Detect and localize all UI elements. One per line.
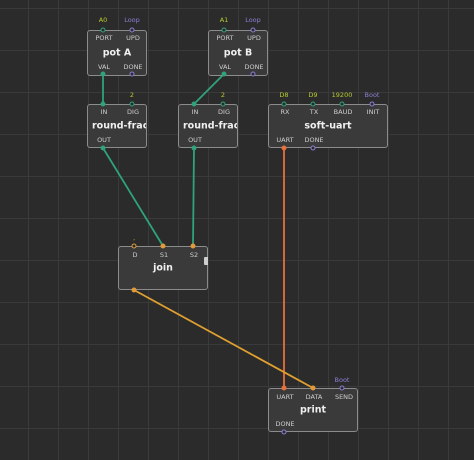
pin-label-init: INIT [366,108,380,116]
node-round-fraction-1[interactable]: IN DIG round-fraction OUT [87,104,147,148]
pin-uart-rx[interactable] [281,101,287,107]
node-title: pot A [102,47,132,59]
pin-value-rx: D8 [279,91,289,99]
link-pot-b-to-round2[interactable] [193,73,225,105]
pin-label-upd: UPD [126,34,140,42]
pin-pot-b-done[interactable] [250,71,256,77]
pin-label-out: OUT [97,136,111,144]
pin-value-upd: Loop [245,16,261,24]
pin-round1-dig[interactable] [129,101,135,107]
pin-round2-out[interactable] [191,145,197,151]
pin-uart-baud[interactable] [339,101,345,107]
pin-value-dig: 2 [129,91,135,99]
pin-label-tx: TX [309,108,319,116]
pin-label-baud: BAUD [333,108,353,116]
pin-pot-a-val[interactable] [100,71,106,77]
pin-value-baud: 19200 [331,91,353,99]
pin-join-s1[interactable] [160,243,166,249]
pin-uart-tx[interactable] [310,101,316,107]
pin-label-val: VAL [218,63,232,71]
pin-label-in: IN [191,108,199,116]
pin-print-uart[interactable] [281,385,287,391]
pin-label-port: PORT [216,34,234,42]
pin-label-d: D [132,251,138,259]
node-pot-b[interactable]: PORT UPD pot B VAL DONE [208,30,268,76]
pin-pot-a-done[interactable] [129,71,135,77]
node-round-fraction-2[interactable]: IN DIG round-fraction OUT [178,104,238,148]
pin-pot-b-port[interactable] [221,27,227,33]
pin-uart-init[interactable] [369,101,375,107]
pin-label-out: OUT [188,136,202,144]
pin-round2-dig[interactable] [220,101,226,107]
pin-join-out[interactable] [131,287,137,293]
pin-round1-out[interactable] [100,145,106,151]
pin-value-dig: 2 [220,91,226,99]
pin-print-send[interactable] [339,385,345,391]
pin-pot-a-upd[interactable] [129,27,135,33]
pin-label-rx: RX [280,108,290,116]
pin-value-init: Boot [364,91,380,99]
node-title: round-fraction [92,120,146,132]
pin-label-uart: UART [276,393,294,401]
variadic-handle[interactable] [204,257,208,265]
pin-label-done: DONE [304,136,324,144]
pin-label-dig: DIG [127,108,139,116]
pin-label-data: DATA [305,393,323,401]
node-pot-a[interactable]: PORT UPD pot A VAL DONE [87,30,147,76]
pin-pot-b-val[interactable] [221,71,227,77]
pin-value-port: A0 [98,16,108,24]
pin-label-dig: DIG [218,108,230,116]
link-round1-to-join-s1[interactable] [102,147,164,247]
node-title: print [299,404,327,416]
pin-label-val: VAL [97,63,111,71]
pin-value-d: ‚ [132,234,136,242]
pin-label-s2: S2 [189,251,199,259]
pin-print-done[interactable] [281,429,287,435]
pin-join-d[interactable] [131,243,137,249]
pin-value-send: Boot [334,376,350,384]
pin-label-in: IN [100,108,108,116]
pin-join-s2[interactable] [190,243,196,249]
node-print[interactable]: UART DATA SEND print DONE [268,388,358,432]
pin-value-port: A1 [219,16,229,24]
pin-print-data[interactable] [310,385,316,391]
node-soft-uart[interactable]: RX TX BAUD INIT soft-uart UART DONE [268,104,388,148]
pin-pot-a-port[interactable] [100,27,106,33]
pin-label-done: DONE [275,420,295,428]
pin-round1-in[interactable] [100,101,106,107]
pin-label-done: DONE [123,63,143,71]
pin-label-done: DONE [244,63,264,71]
pin-label-s1: S1 [159,251,169,259]
pin-uart-out[interactable] [281,145,287,151]
node-title: join [153,262,173,274]
pin-value-upd: Loop [124,16,140,24]
node-title: soft-uart [304,120,352,132]
pin-label-port: PORT [95,34,113,42]
link-join-to-print-data[interactable] [133,289,314,389]
link-round2-to-join-s2[interactable] [192,147,195,247]
node-title: round-fraction [183,120,237,132]
pin-pot-b-upd[interactable] [250,27,256,33]
pin-value-tx: D9 [308,91,318,99]
pin-uart-done[interactable] [310,145,316,151]
pin-label-uart: UART [276,136,294,144]
node-title: pot B [223,47,253,59]
pin-label-upd: UPD [247,34,261,42]
pin-round2-in[interactable] [191,101,197,107]
node-join[interactable]: D S1 S2 join [118,246,208,290]
pin-label-send: SEND [334,393,354,401]
